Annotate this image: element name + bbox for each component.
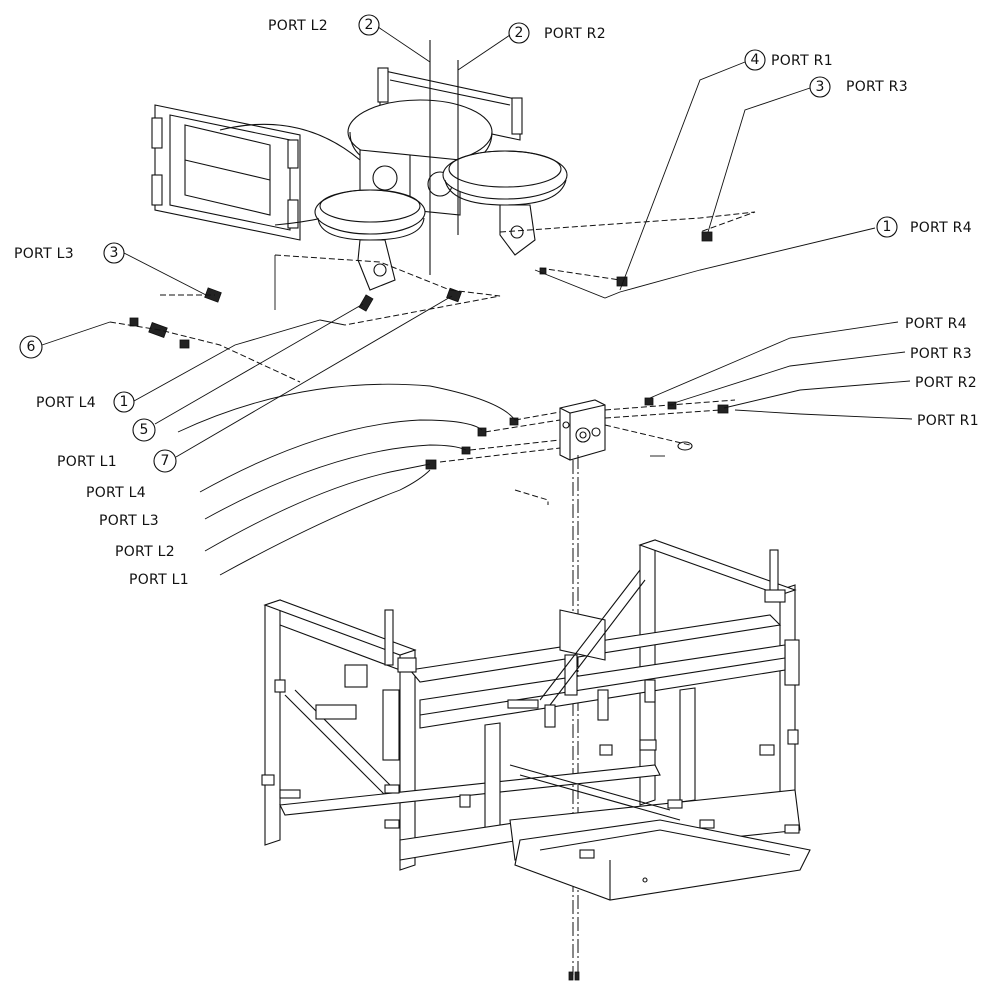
svg-text:1: 1 xyxy=(883,219,892,235)
label-port-r4-manifold: PORT R4 xyxy=(905,316,967,332)
balloon-r3: 3 xyxy=(809,76,831,98)
svg-text:2: 2 xyxy=(365,17,374,33)
label-port-l3-top: PORT L3 xyxy=(14,246,74,262)
svg-text:3: 3 xyxy=(110,245,119,261)
label-port-r3-top: PORT R3 xyxy=(846,79,908,95)
label-port-l1-mid: PORT L1 xyxy=(57,454,117,470)
svg-text:2: 2 xyxy=(515,25,524,41)
label-port-l4-mid: PORT L4 xyxy=(36,395,96,411)
svg-text:3: 3 xyxy=(816,79,825,95)
leader-lines xyxy=(41,26,913,576)
valve-manifold xyxy=(425,397,736,505)
balloon-r1: 4 xyxy=(744,49,766,71)
svg-text:5: 5 xyxy=(140,422,149,438)
label-port-r1-top: PORT R1 xyxy=(771,53,833,69)
balloon-7: 7 xyxy=(153,449,177,473)
item-balloons: 2 2 4 3 1 3 6 1 xyxy=(19,14,898,473)
svg-text:1: 1 xyxy=(120,394,129,410)
label-port-r3-manifold: PORT R3 xyxy=(910,346,972,362)
label-port-r2-manifold: PORT R2 xyxy=(915,375,977,391)
balloon-r4: 1 xyxy=(876,216,898,238)
balloon-l4: 1 xyxy=(113,391,135,413)
balloon-5: 5 xyxy=(132,418,156,442)
balloon-l2: 2 xyxy=(358,14,380,36)
balloon-r2: 2 xyxy=(508,22,530,44)
label-port-r2-top: PORT R2 xyxy=(544,26,606,42)
svg-text:7: 7 xyxy=(161,453,170,469)
label-port-l3-manifold: PORT L3 xyxy=(99,513,159,529)
label-port-l4-manifold: PORT L4 xyxy=(86,485,146,501)
label-port-l1-manifold: PORT L1 xyxy=(129,572,189,588)
support-frame xyxy=(261,539,811,901)
upper-seat-assembly xyxy=(151,40,568,291)
balloon-l3: 3 xyxy=(103,242,125,264)
center-axis-lines xyxy=(568,455,580,981)
svg-text:4: 4 xyxy=(751,52,760,68)
svg-text:6: 6 xyxy=(27,339,36,355)
label-port-r1-manifold: PORT R1 xyxy=(917,413,979,429)
label-port-r4-top: PORT R4 xyxy=(910,220,972,236)
port-labels: PORT L2 PORT R2 PORT R1 PORT R3 PORT R4 … xyxy=(14,18,979,588)
label-port-l2-manifold: PORT L2 xyxy=(115,544,175,560)
label-port-l2-top: PORT L2 xyxy=(268,18,328,34)
upper-fittings xyxy=(129,231,713,349)
balloon-6: 6 xyxy=(19,335,43,359)
